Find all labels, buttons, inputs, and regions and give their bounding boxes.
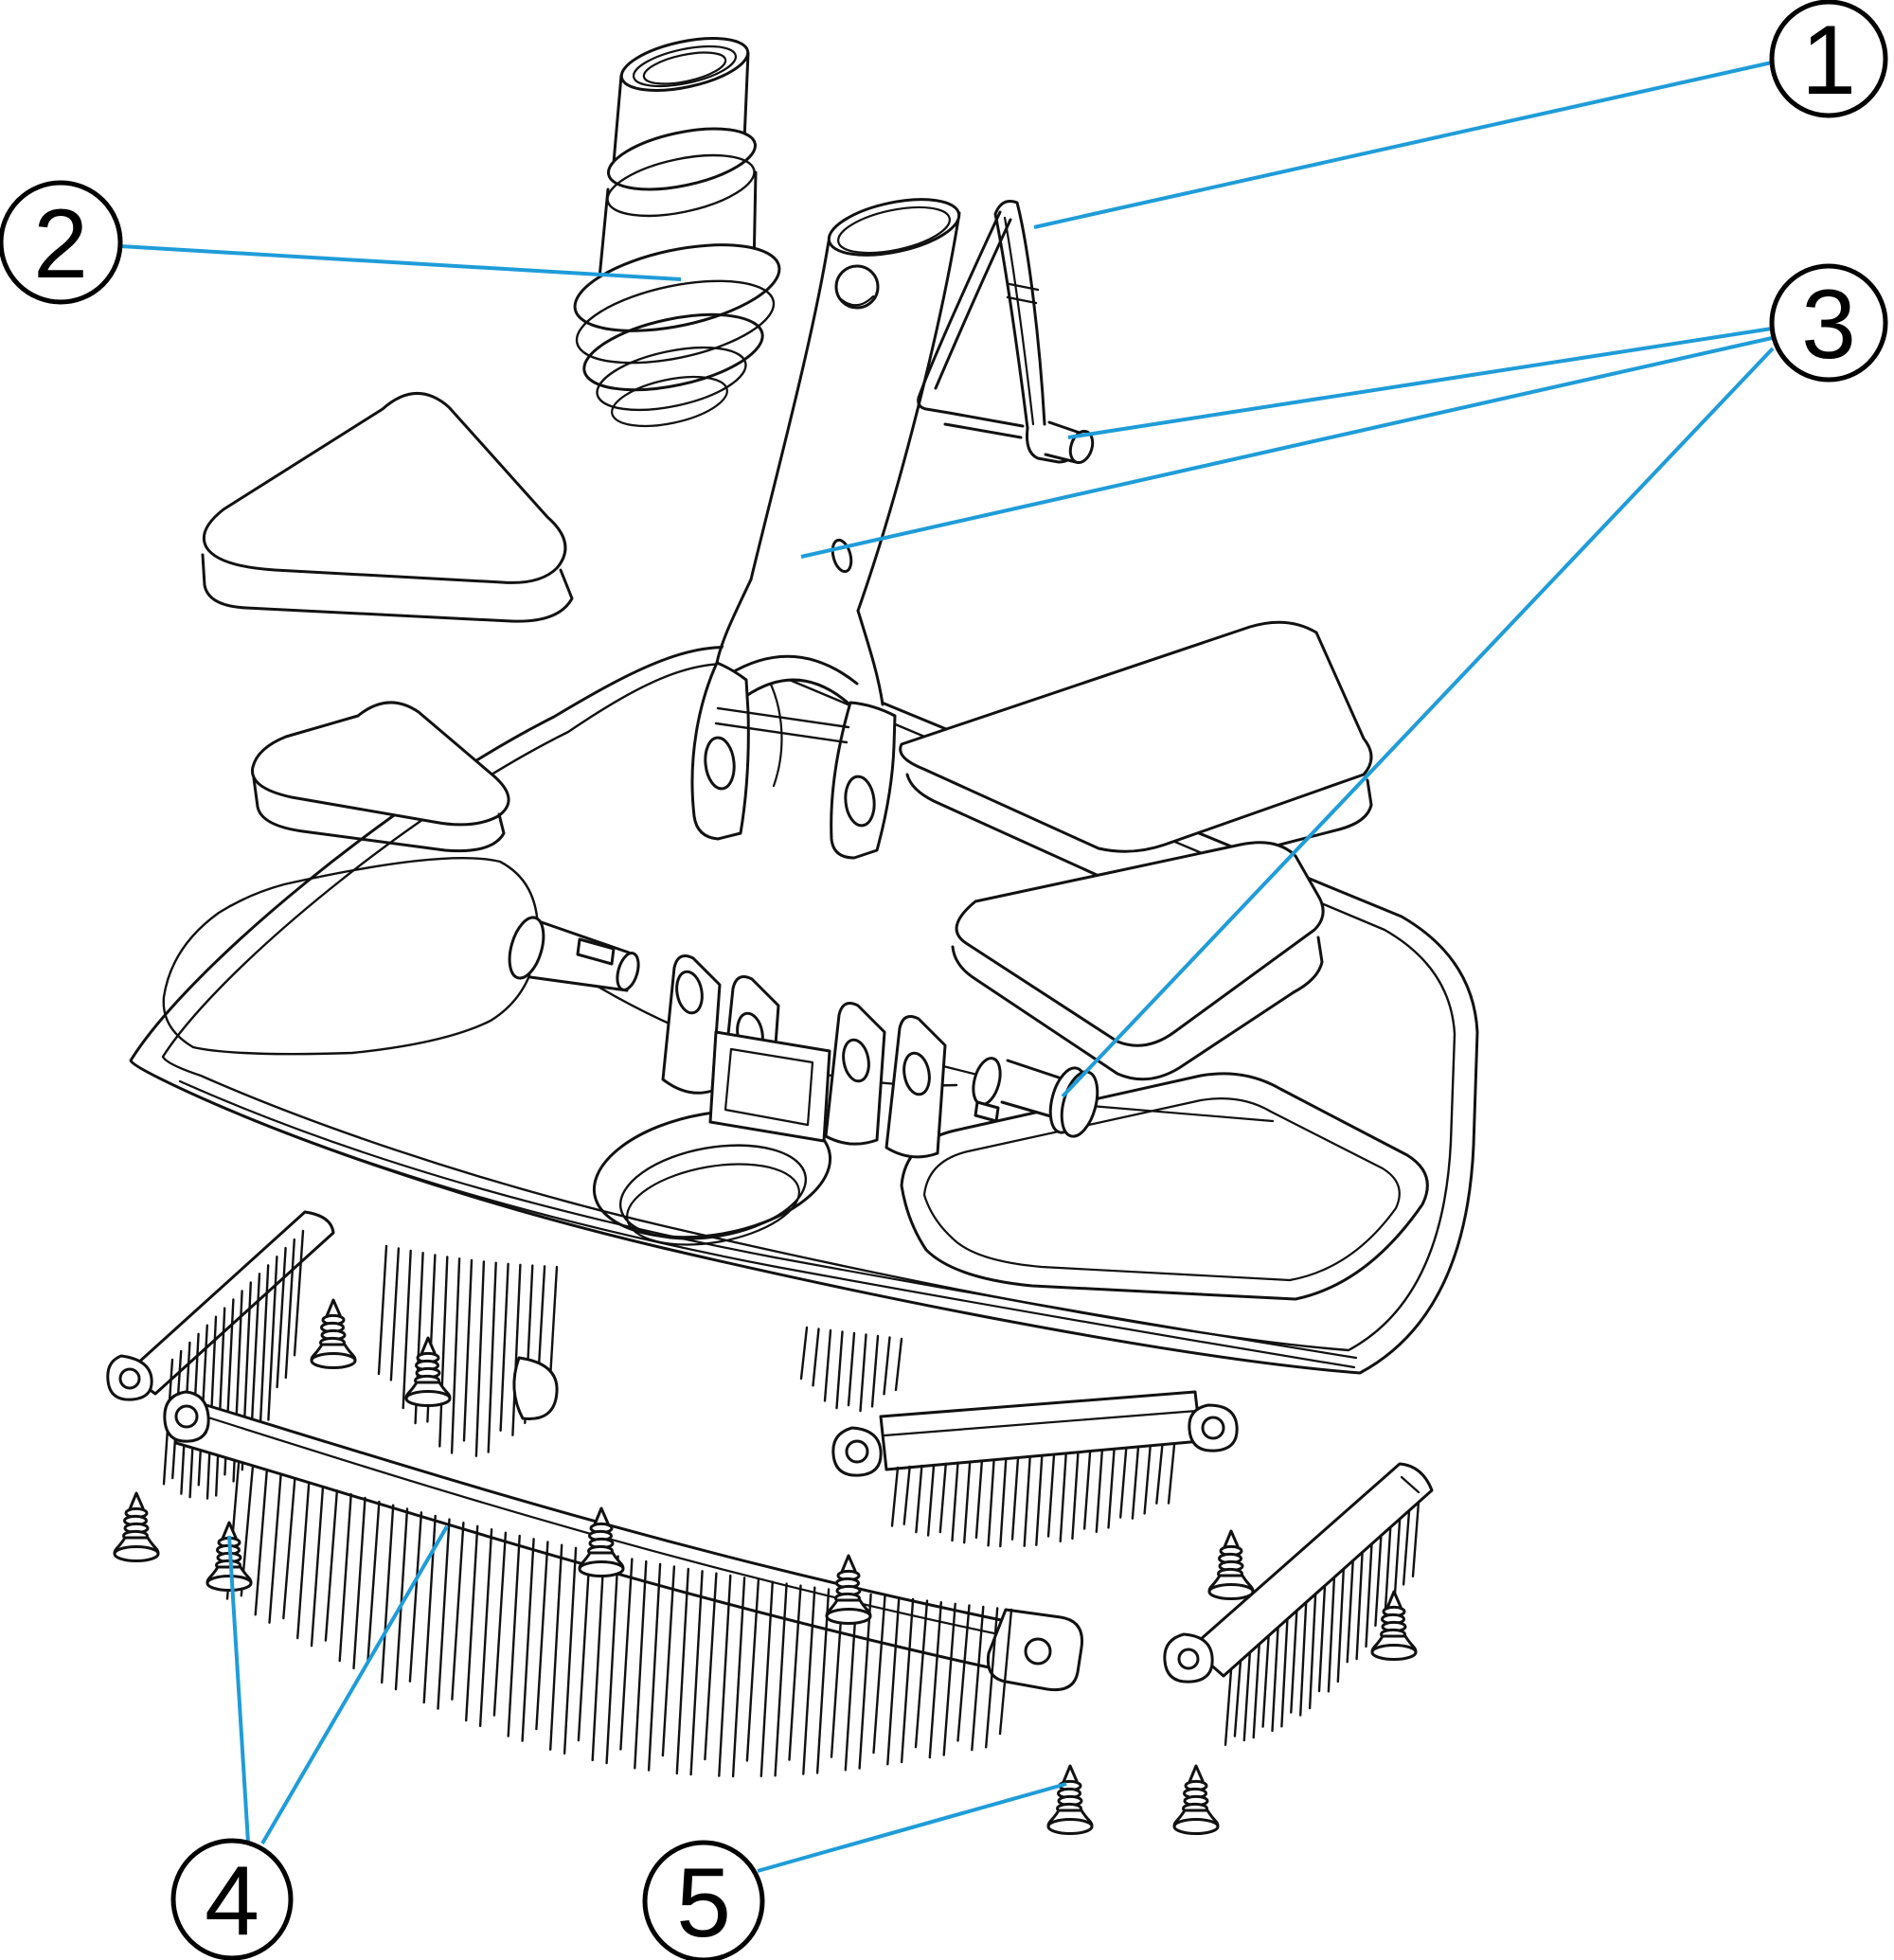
callout-circle-3 xyxy=(1769,263,1888,383)
weight-pad-upper-left xyxy=(201,392,574,623)
brush-rear-right xyxy=(799,1326,1239,1548)
screw xyxy=(1370,1590,1418,1661)
callout-number-5: 5 xyxy=(676,1848,731,1958)
axle-pin-left xyxy=(508,916,640,992)
callout-number-2: 2 xyxy=(33,189,88,299)
callout-circle-2 xyxy=(0,180,123,305)
callout-circle-4 xyxy=(170,1838,294,1960)
callout-number-4: 4 xyxy=(205,1846,259,1956)
leader-line-3 xyxy=(1061,347,1775,1098)
leader-line-2 xyxy=(119,244,682,281)
brush-far-right xyxy=(1163,1462,1434,1746)
clip-pin xyxy=(1044,420,1095,465)
pole-clip-part xyxy=(917,200,1095,465)
brush-center xyxy=(377,1244,559,1457)
axle-pin-right xyxy=(941,1057,1275,1138)
brush-left-rear xyxy=(106,1210,335,1500)
weight-pad-lower-right xyxy=(951,841,1325,1081)
leader-lines xyxy=(119,61,1775,1873)
screw xyxy=(310,1298,357,1369)
leader-line-4 xyxy=(227,1535,250,1844)
suction-hole xyxy=(592,1109,832,1246)
leader-line-4 xyxy=(260,1524,449,1845)
handle-body-part xyxy=(690,198,961,860)
screw xyxy=(1207,1529,1255,1600)
hinge-lugs xyxy=(661,954,947,1159)
leader-line-1 xyxy=(1033,61,1773,229)
callout-number-1: 1 xyxy=(1801,6,1856,116)
leader-line-3 xyxy=(1067,327,1773,439)
callout-circle-1 xyxy=(1769,0,1888,118)
callout-circle-5 xyxy=(642,1840,765,1960)
recessed-tray xyxy=(900,1072,1429,1301)
screw xyxy=(1046,1764,1094,1835)
screw xyxy=(1172,1764,1220,1835)
weight-pad-lower-left xyxy=(251,701,510,853)
screw xyxy=(113,1491,160,1562)
hose-connector-part xyxy=(573,37,781,428)
artwork xyxy=(106,37,1479,1835)
callout-number-3: 3 xyxy=(1801,270,1856,380)
leader-line-5 xyxy=(757,1782,1067,1873)
leader-line-3 xyxy=(800,336,1773,559)
